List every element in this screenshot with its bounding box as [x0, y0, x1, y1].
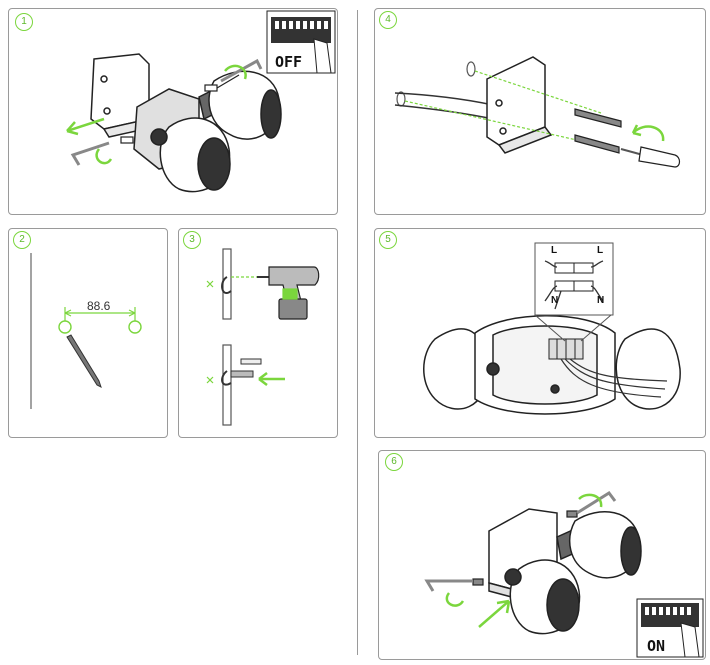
tighten-arrows [445, 493, 603, 628]
step-6-number: 6 [385, 453, 403, 471]
wall-section-top [221, 248, 232, 320]
wire-label-neutral-right: N [597, 295, 605, 306]
step-2-panel: 2 88.6 [8, 228, 168, 438]
junction-box [474, 315, 616, 415]
step-1-illustration [66, 10, 336, 193]
step-2-illustration [30, 253, 142, 409]
step-1-panel: 1 [8, 8, 338, 215]
removal-arrows [66, 64, 247, 165]
dimension-line [64, 307, 136, 321]
floodlight-body [504, 511, 642, 635]
step-4-panel: 4 [374, 8, 706, 215]
step-4-number: 4 [379, 11, 397, 29]
pencil [66, 334, 102, 388]
step-6-illustration [424, 490, 704, 658]
screwdriver [620, 146, 681, 168]
step-5-panel: 5 [374, 228, 706, 438]
wire-label-neutral-left: N [551, 295, 559, 306]
floodlight-body [133, 70, 282, 193]
screw-left [120, 136, 134, 144]
step-3-panel: 3 [178, 228, 338, 438]
cables [394, 92, 494, 120]
drill-hole-markers [58, 320, 142, 334]
alignment-lines [404, 70, 602, 142]
breaker-switch-inset [636, 598, 704, 658]
cross-markers [206, 280, 214, 384]
step-6-panel: 6 [378, 450, 706, 660]
step-4-illustration [394, 56, 681, 168]
power-drill [231, 266, 320, 320]
step-2-number: 2 [13, 231, 31, 249]
allen-key-left [424, 579, 473, 592]
wiring-inset [534, 242, 614, 342]
allen-key-right [576, 490, 617, 515]
wall-plug [230, 358, 262, 378]
switch-off-label: OFF [275, 53, 303, 71]
wall-section-bottom [221, 344, 232, 426]
breaker-switch-inset [266, 10, 336, 74]
rotation-arrow [632, 125, 665, 142]
step-3-illustration [206, 248, 320, 426]
wires [560, 358, 668, 398]
mounting-dimension: 88.6 [87, 299, 111, 313]
screw-right [204, 74, 240, 92]
insert-arrow [258, 372, 285, 386]
wire-label-live-left: L [551, 245, 558, 256]
screws [574, 108, 622, 154]
wire-label-live-right: L [597, 245, 604, 256]
switch-on-label: ON [647, 637, 666, 655]
allen-key-right [220, 58, 263, 83]
step-3-number: 3 [183, 231, 201, 249]
step-5-number: 5 [379, 231, 397, 249]
step-1-number: 1 [15, 13, 33, 31]
column-divider [357, 10, 358, 655]
step-5-illustration [423, 242, 681, 415]
mounting-plate [486, 56, 553, 154]
allen-key-left [70, 141, 110, 166]
terminal-block [548, 338, 584, 360]
